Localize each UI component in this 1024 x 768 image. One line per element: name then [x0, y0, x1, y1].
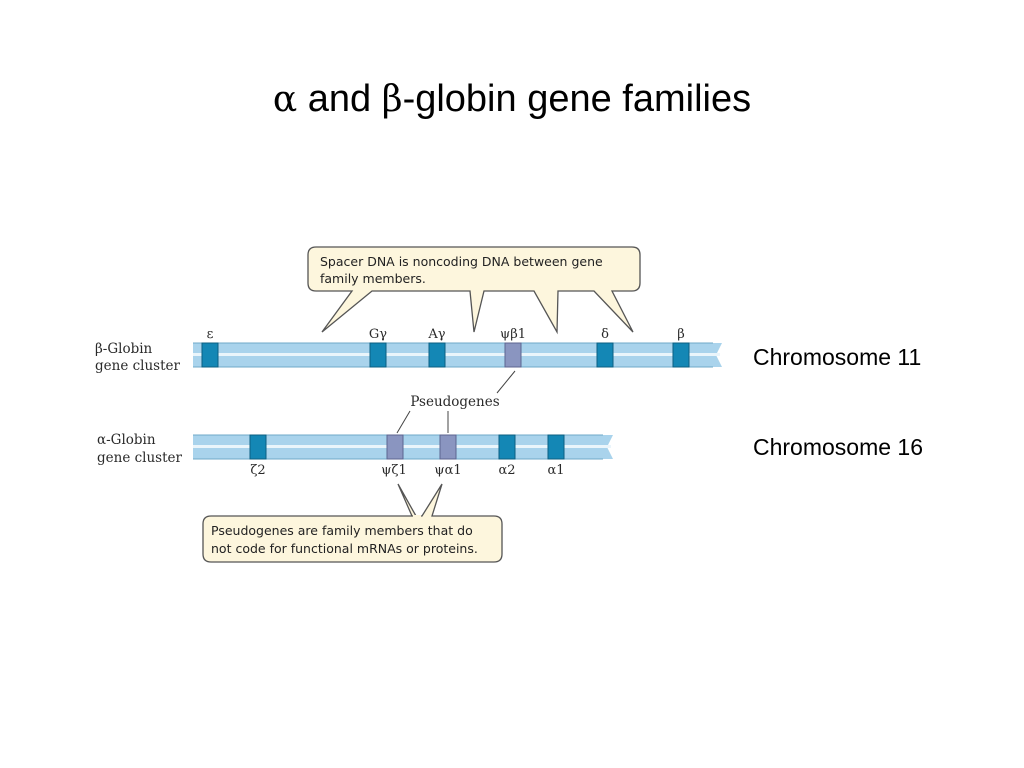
- pseudogene-callout: Pseudogenes are family members that do n…: [202, 483, 503, 563]
- gene-label-a-gamma: Aγ: [427, 327, 445, 342]
- title-beta: β: [381, 79, 403, 120]
- gene-beta: [672, 342, 690, 368]
- pseudogene-psi-zeta1: [386, 434, 404, 460]
- beta-cluster-label-line2: gene cluster: [95, 358, 181, 374]
- slide-title: α and β-globin gene families: [0, 78, 1024, 121]
- pseudogene-pointer-zeta: [396, 410, 411, 434]
- chromosome-16-label: Chromosome 16: [753, 434, 924, 460]
- gene-label-zeta2: ζ2: [250, 463, 265, 478]
- spacer-callout: Spacer DNA is noncoding DNA between gene…: [307, 246, 641, 335]
- gene-alpha1: [547, 434, 565, 460]
- title-part2: -globin gene families: [402, 78, 752, 120]
- gene-label-psi-alpha1: ψα1: [434, 463, 461, 478]
- gene-label-alpha1: α1: [547, 463, 564, 478]
- gene-a-gamma: [428, 342, 446, 368]
- gene-label-delta: δ: [601, 327, 609, 342]
- pseudogene-callout-line2: not code for functional mRNAs or protein…: [211, 541, 478, 556]
- alpha-cluster-label-line2: gene cluster: [97, 450, 183, 466]
- title-alpha: α: [272, 79, 298, 120]
- gene-g-gamma: [369, 342, 387, 368]
- spacer-callout-line1: Spacer DNA is noncoding DNA between gene: [320, 254, 603, 269]
- gene-zeta2: [249, 434, 267, 460]
- pseudogene-psi-beta1: [504, 342, 522, 368]
- spacer-callout-line2: family members.: [320, 271, 426, 286]
- pseudogene-pointer-beta: [496, 370, 516, 394]
- pseudogene-psi-alpha1: [439, 434, 457, 460]
- gene-alpha2: [498, 434, 516, 460]
- gene-label-alpha2: α2: [498, 463, 515, 478]
- gene-label-g-gamma: Gγ: [369, 327, 387, 342]
- beta-dna-strand: [193, 342, 722, 368]
- pseudogenes-label: Pseudogenes: [410, 394, 499, 410]
- gene-label-psi-beta1: ψβ1: [500, 327, 526, 342]
- gene-label-epsilon: ε: [207, 327, 214, 342]
- gene-label-beta: β: [677, 327, 685, 342]
- pseudogene-callout-line1: Pseudogenes are family members that do: [211, 523, 473, 538]
- beta-cluster-label-line1: β-Globin: [95, 341, 153, 357]
- chromosome-11-label: Chromosome 11: [753, 344, 922, 370]
- gene-label-psi-zeta1: ψζ1: [381, 463, 407, 478]
- alpha-cluster-label-line1: α-Globin: [97, 432, 156, 448]
- gene-delta: [596, 342, 614, 368]
- title-part1: and: [297, 78, 382, 120]
- gene-epsilon: [201, 342, 219, 368]
